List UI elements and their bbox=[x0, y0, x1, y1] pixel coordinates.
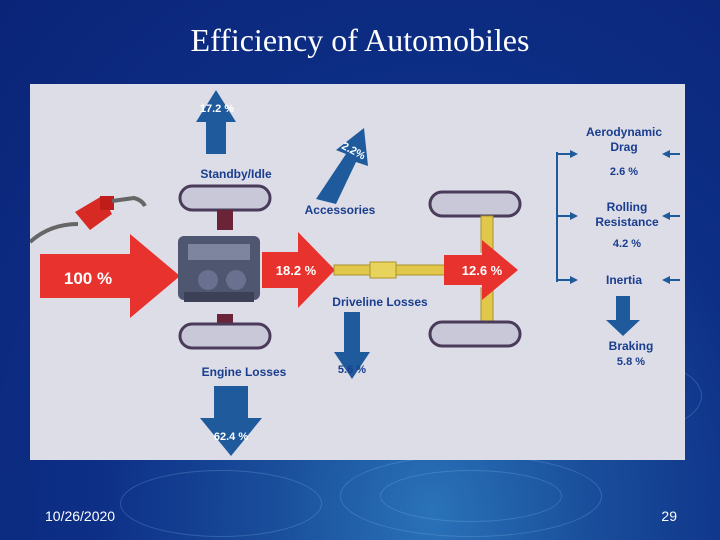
rolling-label-1: Rolling bbox=[607, 200, 648, 214]
engine-output-value: 18.2 % bbox=[276, 263, 317, 278]
front-bottom-tire bbox=[178, 314, 272, 350]
rear-top-tire bbox=[428, 190, 522, 253]
slide-title: Efficiency of Automobiles bbox=[190, 22, 530, 58]
standby-idle-arrow: 17.2 % bbox=[196, 90, 236, 154]
braking-arrow bbox=[606, 296, 640, 336]
accessories-label: Accessories bbox=[305, 203, 376, 217]
inertia-label: Inertia bbox=[606, 273, 642, 287]
engine-losses-value: 62.4 % bbox=[214, 431, 248, 443]
standby-idle-label: Standby/Idle bbox=[200, 167, 272, 181]
braking-value: 5.8 % bbox=[617, 356, 645, 368]
driveline-label: Driveline Losses bbox=[332, 295, 428, 309]
standby-idle-value: 17.2 % bbox=[200, 103, 234, 115]
driveline-loss-arrow bbox=[334, 312, 370, 379]
rolling-label-2: Resistance bbox=[595, 215, 659, 229]
rolling-value: 4.2 % bbox=[613, 238, 641, 250]
page-number: 29 bbox=[661, 508, 677, 524]
rear-bottom-tire bbox=[428, 287, 522, 348]
aero-label-1: Aerodynamic bbox=[586, 125, 662, 139]
engine-losses-label: Engine Losses bbox=[202, 365, 287, 379]
driveshaft bbox=[333, 261, 447, 279]
resistance-bracket bbox=[556, 150, 680, 284]
engine-output-arrow: 18.2 % bbox=[262, 232, 335, 308]
footer-date: 10/26/2020 bbox=[45, 508, 116, 524]
aero-label-2: Drag bbox=[610, 140, 637, 154]
driveline-value: 5.6 % bbox=[338, 364, 366, 376]
braking-label: Braking bbox=[609, 339, 654, 353]
accessories-arrow: 2.2% bbox=[316, 128, 368, 204]
aero-value: 2.6 % bbox=[610, 166, 638, 178]
fuel-input-value: 100 % bbox=[64, 269, 112, 288]
fuel-nozzle-icon bbox=[30, 195, 147, 244]
engine-losses-arrow: 62.4 % bbox=[200, 386, 262, 456]
fuel-input-arrow: 100 % bbox=[40, 234, 180, 318]
energy-flow-diagram: 100 % 17.2 % Standby/Idle 2.2% Accessori… bbox=[30, 84, 685, 460]
wheel-power-arrow: 12.6 % bbox=[444, 240, 518, 300]
engine-icon bbox=[178, 236, 260, 302]
front-top-tire bbox=[178, 184, 272, 230]
wheel-power-value: 12.6 % bbox=[462, 263, 503, 278]
